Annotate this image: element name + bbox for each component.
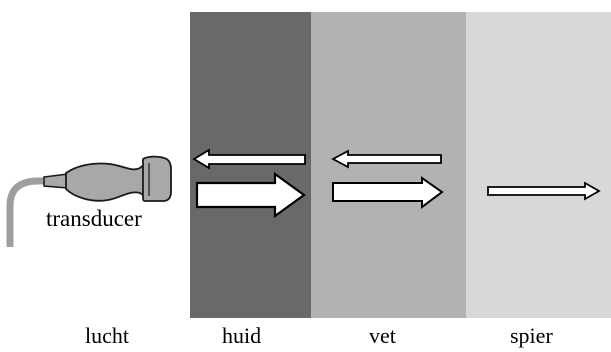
- layer-label-huid: huid: [222, 323, 261, 348]
- transducer-body: [65, 161, 147, 202]
- transducer-neck: [43, 173, 69, 189]
- layer-band-huid: [190, 12, 311, 318]
- layer-band-vet: [311, 12, 466, 318]
- reflected-arrow-huid: [192, 148, 306, 170]
- layer-label-spier: spier: [510, 323, 553, 348]
- transducer-head: [142, 155, 172, 202]
- transmitted-arrow-vet: [332, 176, 444, 209]
- reflected-arrow-vet: [331, 149, 442, 169]
- transducer-cable: [6, 177, 46, 247]
- transmitted-arrow-huid: [195, 171, 306, 219]
- layer-label-vet: vet: [369, 323, 396, 348]
- layer-band-spier: [466, 12, 611, 318]
- layer-label-lucht: lucht: [85, 323, 129, 348]
- transducer-label: transducer: [46, 206, 142, 231]
- transducer-icon: [6, 155, 172, 247]
- transmitted-arrow-spier: [487, 181, 601, 201]
